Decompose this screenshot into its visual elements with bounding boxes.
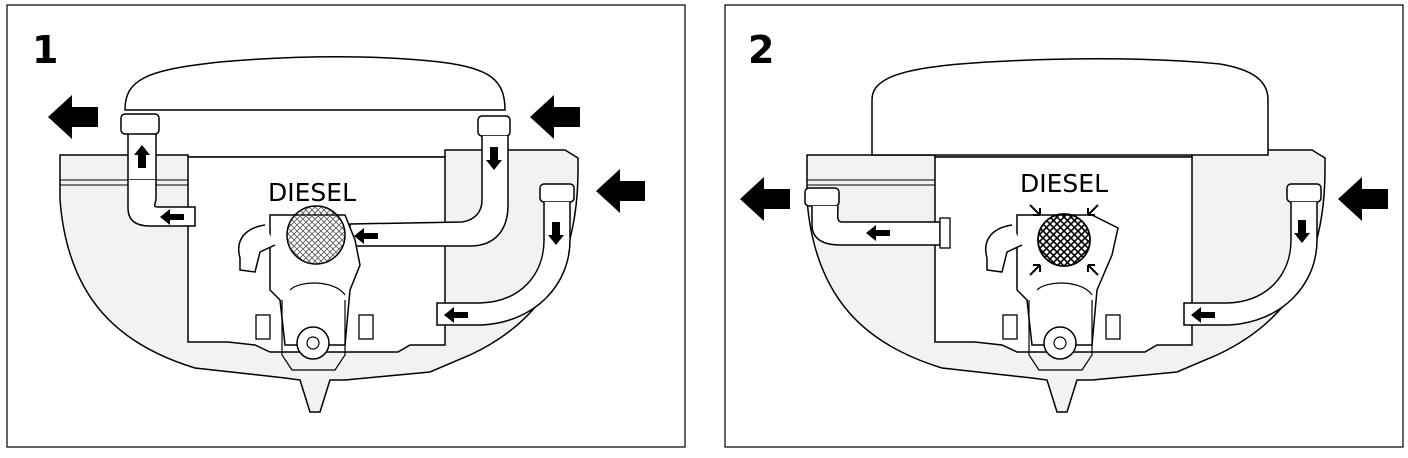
panel-1: 1 DIESEL — [6, 4, 686, 448]
arrow-down-icon — [548, 222, 564, 245]
panel-2-cover — [871, 58, 1269, 156]
arrow-left-icon — [1191, 307, 1215, 323]
panel-1-cover — [124, 56, 506, 111]
arrow-left-icon — [160, 209, 184, 225]
panel-2-number: 2 — [748, 28, 774, 72]
arrow-down-icon — [1294, 220, 1310, 243]
arrow-left-icon — [530, 95, 580, 139]
panel-1-engine — [238, 205, 374, 371]
panel-1-number: 1 — [32, 28, 58, 72]
panel-1-engine-label: DIESEL — [268, 178, 356, 207]
arrow-left-icon — [866, 225, 890, 241]
panel-2-filter-icon — [1037, 213, 1091, 267]
panel-2: 2 DIESEL — [724, 4, 1404, 448]
arrow-left-icon — [444, 307, 468, 323]
arrow-left-icon — [596, 169, 645, 213]
arrow-left-icon — [48, 95, 98, 139]
panel-1-filter-icon — [286, 205, 346, 265]
arrow-up-icon — [134, 145, 150, 168]
arrow-down-icon — [486, 147, 502, 170]
arrow-left-icon — [1338, 177, 1388, 221]
arrow-left-icon — [740, 177, 790, 221]
panel-2-engine — [985, 204, 1121, 371]
arrow-left-icon — [354, 228, 378, 244]
panel-2-engine-label: DIESEL — [1020, 169, 1108, 198]
